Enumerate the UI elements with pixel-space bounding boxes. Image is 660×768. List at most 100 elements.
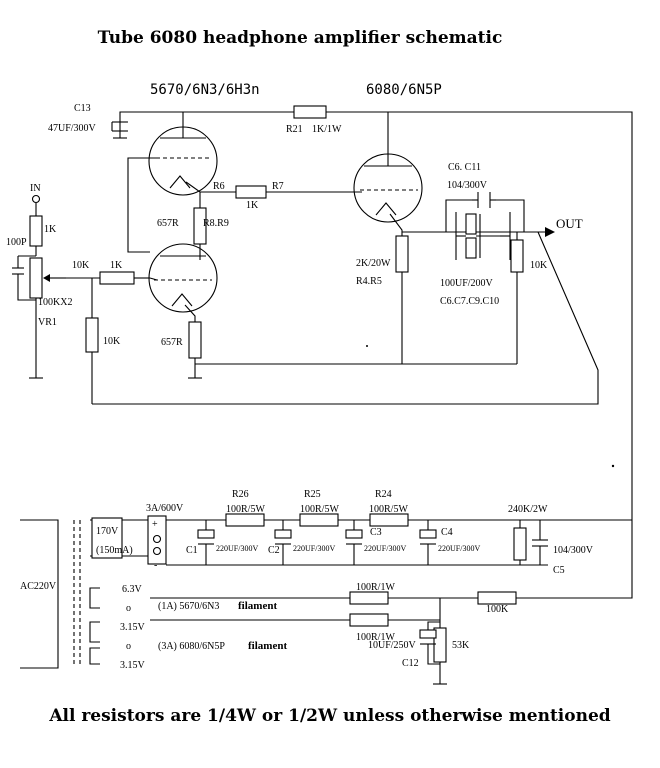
input-cap-value: 100P [6, 237, 27, 248]
feedback-resistor-value: 10K [103, 336, 121, 347]
c13-ref: C13 [74, 103, 91, 114]
c4-value: 220UF/300V [438, 544, 480, 553]
c3-value: 220UF/300V [364, 544, 406, 553]
resistor-100k [477, 591, 517, 605]
c2-value: 220UF/300V [293, 544, 335, 553]
tube-label-5670: 5670/6N3/6H3n [150, 82, 260, 98]
resistor-grid-1k [99, 271, 135, 285]
resistor-r4-r5 [395, 235, 409, 273]
resistor-r21 [293, 105, 327, 119]
resistor-r26 [225, 513, 265, 527]
power-supply-section: AC220V 170V (150mA) + - 3A/600V R26 100R… [20, 345, 633, 685]
bleeder-value: 240K/2W [508, 504, 548, 515]
capacitor-c4 [419, 520, 437, 565]
c1-value: 220UF/300V [216, 544, 258, 553]
input-label: IN [30, 183, 41, 194]
resistor-r6-r7 [235, 185, 267, 199]
cathode-resistor-top: 657R [157, 218, 179, 229]
output-cap-ref: C6.C7.C9.C10 [440, 296, 499, 307]
capacitor-c5 [520, 519, 548, 566]
amplifier-section: 5670/6N3/6H3n 6080/6N5P C13 47UF/300V R2… [6, 82, 633, 520]
mains-label: AC220V [20, 581, 57, 592]
resistor-r24 [369, 513, 409, 527]
tube-6080 [353, 112, 423, 223]
rf2-value: 100R/1W [356, 632, 395, 643]
secondary-voltage: 170V [96, 526, 119, 537]
capacitor-c2 [274, 520, 292, 565]
c1-ref: C1 [186, 545, 198, 556]
r25-value: 100R/5W [300, 504, 339, 515]
divider-resistor-value: 100K [486, 604, 509, 615]
capacitor-network-output [445, 192, 525, 260]
r6-r7-value: 1K [246, 200, 259, 211]
c6-c11-ref: C6. C11 [448, 162, 481, 173]
r53k-value: 53K [452, 640, 470, 651]
r25-ref: R25 [304, 489, 321, 500]
potentiometer-value: 100KX2 [38, 297, 72, 308]
r7-ref: R7 [272, 181, 284, 192]
tube-label-6080: 6080/6N5P [366, 82, 442, 98]
r8-r9-ref: R8.R9 [203, 218, 229, 229]
output-arrow-icon [545, 227, 555, 237]
tube-5670-top [148, 112, 218, 196]
filament1-desc: (1A) 5670/6N3 [158, 601, 219, 612]
c6-c11-value: 104/300V [447, 180, 488, 191]
rf1-value: 100R/1W [356, 582, 395, 593]
filament2-label: filament [248, 640, 287, 652]
c12-ref: C12 [402, 658, 419, 669]
capacitor-c12 [419, 621, 440, 665]
potentiometer-vr1 [29, 257, 43, 299]
resistor-output-10k [510, 239, 524, 273]
resistor-cathode-bottom [188, 321, 202, 359]
r26-value: 100R/5W [226, 504, 265, 515]
filament2-desc: (3A) 6080/6N5P [158, 641, 225, 652]
grid-resistor-value: 1K [110, 260, 123, 271]
series-resistor-value: 10K [72, 260, 90, 271]
rectifier-plus: + [152, 519, 158, 530]
r26-ref: R26 [232, 489, 249, 500]
capacitor-c3 [345, 520, 363, 565]
filament2-voltage-top: 3.15V [120, 622, 146, 633]
filament2-voltage-bottom: 3.15V [120, 660, 146, 671]
resistor-r25 [299, 513, 339, 527]
c4-ref: C4 [441, 527, 453, 538]
input-circuit: IN 1K 100P 100KX2 VR1 10K 1K [6, 183, 158, 404]
c3-ref: C3 [370, 527, 382, 538]
resistor-input-1k [29, 215, 43, 247]
r21-ref: R21 [286, 124, 303, 135]
resistor-bleeder [513, 527, 527, 561]
filament1-tap: o [126, 603, 131, 614]
diagram-title: Tube 6080 headphone amplifier schematic [97, 28, 503, 48]
bridge-rectifier [147, 515, 167, 565]
filament1-label: filament [238, 600, 277, 612]
c2-ref: C2 [268, 545, 280, 556]
output-resistor-value: 10K [530, 260, 548, 271]
secondary-current: (150mA) [96, 545, 133, 556]
r6-ref: R6 [213, 181, 225, 192]
resistor-filament-1 [349, 591, 389, 605]
resistor-filament-2 [349, 613, 389, 627]
r24-value: 100R/5W [369, 504, 408, 515]
filament1-voltage: 6.3V [122, 584, 143, 595]
r24-ref: R24 [375, 489, 392, 500]
potentiometer-ref: VR1 [38, 317, 57, 328]
output-label: OUT [556, 216, 583, 231]
c5-value: 104/300V [553, 545, 594, 556]
resistor-feedback-10k [85, 317, 99, 353]
filament2-tap: o [126, 641, 131, 652]
c12-value: 10UF/250V [368, 640, 417, 651]
c13-value: 47UF/300V [48, 123, 97, 134]
footer-note: All resistors are 1/4W or 1/2W unless ot… [49, 706, 611, 726]
capacitor-c1 [197, 520, 215, 565]
c5-ref: C5 [553, 565, 565, 576]
r21-value: 1K/1W [312, 124, 342, 135]
r4-r5-ref: R4.R5 [356, 276, 382, 287]
fuse-rating: 3A/600V [146, 503, 184, 514]
capacitor-c13 [111, 121, 128, 139]
cathode-resistor-bottom: 657R [161, 337, 183, 348]
rectifier-minus: - [154, 560, 157, 571]
input-resistor-value: 1K [44, 224, 57, 235]
r4-r5-value: 2K/20W [356, 258, 391, 269]
output-cap-value: 100UF/200V [440, 278, 494, 289]
